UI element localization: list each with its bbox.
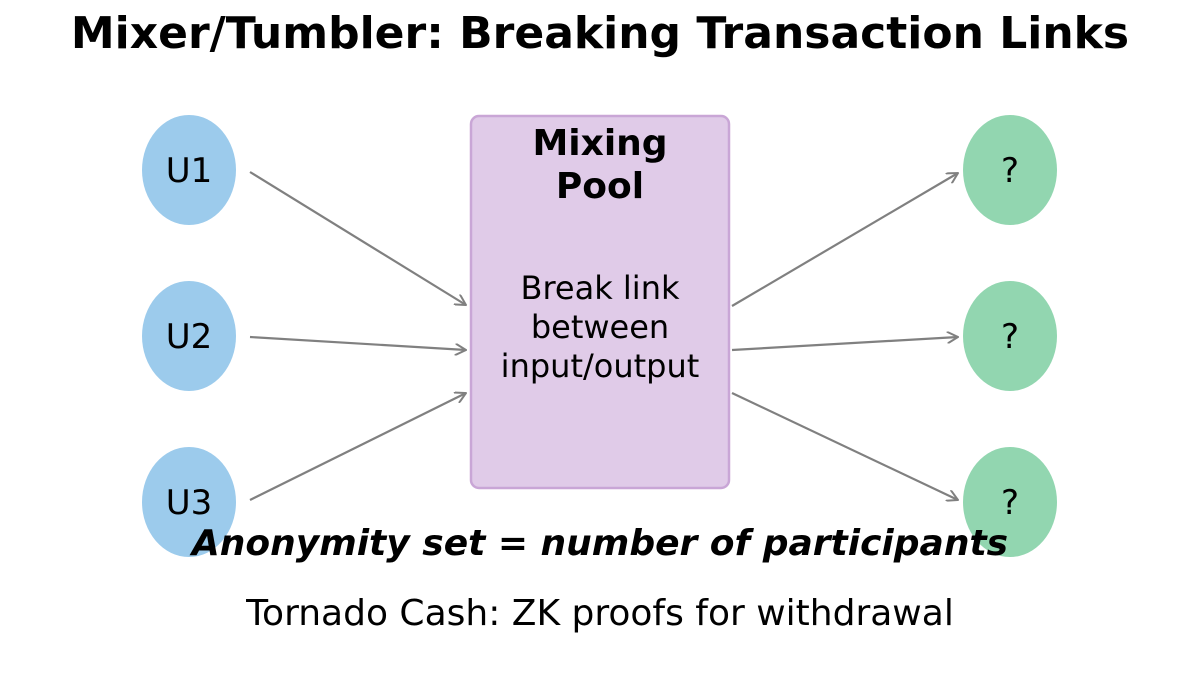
- input-arrows: [249, 171, 466, 501]
- mixing-pool: Mixing Pool Break link between input/out…: [469, 114, 731, 490]
- pool-title-line-2: Pool: [556, 166, 644, 207]
- input-node-u2: U2: [142, 281, 236, 391]
- pool-title-line-1: Mixing: [532, 123, 667, 164]
- output-node-shape: [963, 447, 1057, 557]
- input-node-shape: [142, 115, 236, 225]
- output-node-label: ?: [1001, 317, 1019, 357]
- input-node-label: U3: [166, 483, 213, 523]
- output-node-2: ?: [963, 281, 1057, 391]
- output-arrows: [731, 173, 958, 500]
- output-node-label: ?: [1001, 151, 1019, 191]
- arrow-u2-to-pool: [249, 335, 466, 350]
- mixing-pool-box: [469, 114, 731, 490]
- input-node-shape: [142, 281, 236, 391]
- arrow-pool-to-out3: [731, 392, 958, 500]
- input-node-u1: U1: [142, 115, 236, 225]
- arrow-pool-to-out1: [731, 173, 958, 307]
- input-node-label: U1: [166, 151, 213, 191]
- output-node-label: ?: [1001, 483, 1019, 523]
- output-node-shape: [963, 115, 1057, 225]
- arrow-pool-to-out2: [731, 337, 958, 352]
- output-node-1: ?: [963, 115, 1057, 225]
- diagram-title: Mixer/Tumbler: Breaking Transaction Link…: [70, 8, 1130, 59]
- output-node-shape: [963, 281, 1057, 391]
- arrow-u1-to-pool: [249, 171, 466, 305]
- input-node-shape: [142, 447, 236, 557]
- input-node-label: U2: [166, 317, 213, 357]
- output-node-3: ?: [963, 447, 1057, 557]
- pool-text-line-1: Break link: [521, 269, 680, 307]
- anonymity-set-note: Anonymity set = number of participants: [191, 523, 1009, 564]
- pool-text-line-2: between: [531, 308, 669, 346]
- pool-text-line-3: input/output: [501, 347, 700, 385]
- tornado-cash-note: Tornado Cash: ZK proofs for withdrawal: [246, 593, 954, 634]
- arrow-u3-to-pool: [249, 393, 466, 501]
- input-node-u3: U3: [142, 447, 236, 557]
